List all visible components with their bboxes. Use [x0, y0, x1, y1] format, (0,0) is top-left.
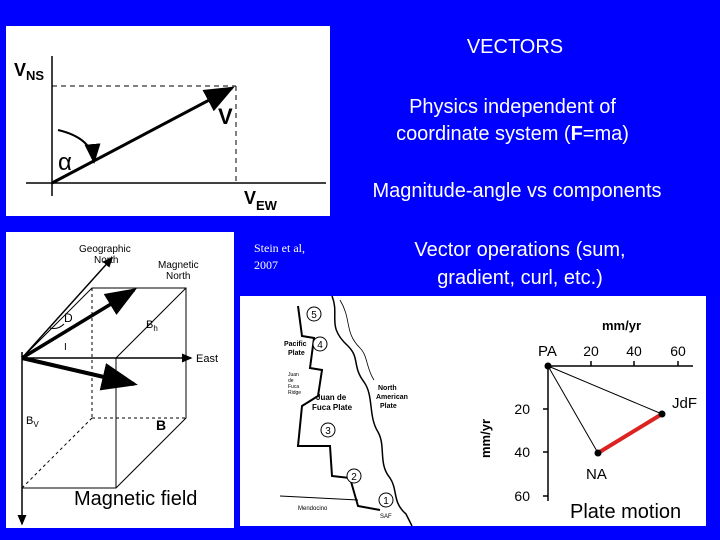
- na-label: NA: [586, 466, 607, 483]
- bullet-magnitude-angle: Magnitude-angle vs components: [372, 180, 662, 202]
- x-tick-40: 40: [626, 343, 642, 359]
- site-1-marker: [378, 492, 394, 508]
- x-tick-20: 20: [583, 343, 599, 359]
- slide-title: VECTORS: [466, 36, 564, 58]
- citation: Stein et al, 2007: [254, 240, 305, 274]
- y-tick-20: 20: [514, 401, 530, 417]
- vector-components-panel: VNS V α VEW: [6, 26, 330, 216]
- bullet-vector-operations: Vector operations (sum, gradient, curl, …: [355, 236, 685, 292]
- x-tick-60: 60: [670, 343, 686, 359]
- site-3-label: 3: [325, 426, 331, 437]
- east-label: East: [196, 353, 218, 365]
- d-label: D: [64, 311, 73, 325]
- bullet-1-line-2: coordinate system (F=ma): [396, 123, 629, 145]
- bh-label: Bh: [146, 319, 158, 333]
- b-vector: [21, 356, 138, 391]
- magnetic-field-panel: D I Geographic North Magnetic North East…: [6, 232, 234, 528]
- vector-arrow: [51, 86, 235, 185]
- citation-line-1: Stein et al,: [254, 241, 305, 255]
- plate-motion-panel: mm/yr 20 40 60 20 40 60 mm/yr PA JdF NA …: [478, 296, 706, 526]
- plate-motion-caption: Plate motion: [570, 501, 681, 523]
- juan-de-fuca-plate-label: Juan de Fuca Plate: [312, 393, 353, 412]
- x-ticks: [590, 361, 679, 366]
- pa-label: PA: [538, 343, 557, 360]
- site-2-marker: [346, 468, 362, 484]
- magnetic-north-label: Magnetic North: [158, 260, 201, 282]
- pa-point: [544, 362, 552, 370]
- bullet-coordinate-system: Physics independent of coordinate system…: [345, 94, 680, 148]
- v-ns-label: VNS: [14, 60, 44, 83]
- bullet-3-line-2: gradient, curl, etc.): [437, 267, 603, 289]
- mendocino-label: Mendocino: [298, 506, 328, 512]
- site-4-marker: [312, 336, 328, 352]
- plate-map-panel: 5 4 3 2 1 Pacific Plate Juan de Fuca Rid…: [240, 296, 478, 526]
- site-5-label: 5: [311, 310, 317, 321]
- magnetic-north-vector: [21, 288, 137, 360]
- juan-de-fuca-ridge-label: Juan de Fuca Ridge: [288, 372, 301, 396]
- y-ticks: [543, 408, 548, 497]
- bv-label: BV: [26, 415, 39, 429]
- bullet-3-line-1: Vector operations (sum,: [414, 239, 626, 261]
- na-point: [594, 449, 602, 457]
- bullet-1-line-1: Physics independent of: [409, 96, 616, 118]
- pa-jdf-line: [547, 365, 663, 415]
- saf-label: SAF: [380, 514, 392, 520]
- angle-arc: [57, 129, 101, 164]
- site-4-label: 4: [317, 340, 323, 351]
- vector-components-diagram: VNS V α VEW: [14, 56, 326, 213]
- alpha-label: α: [58, 149, 72, 176]
- field-box: [21, 287, 187, 489]
- i-label: I: [64, 342, 67, 353]
- y-tick-60: 60: [514, 488, 530, 504]
- jdf-label: JdF: [672, 395, 697, 412]
- coastline: [331, 296, 413, 526]
- site-markers: 5 4 3 2 1: [306, 306, 394, 508]
- v-ew-label: VEW: [244, 188, 278, 213]
- geographic-north-label: Geographic North: [79, 244, 133, 266]
- pacific-plate-label: Pacific Plate: [284, 341, 309, 357]
- y-unit-label: mm/yr: [478, 419, 493, 458]
- y-tick-40: 40: [514, 444, 530, 460]
- x-unit-label: mm/yr: [602, 318, 641, 333]
- plate-map: 5 4 3 2 1 Pacific Plate Juan de Fuca Rid…: [279, 296, 413, 526]
- site-1-label: 1: [383, 496, 389, 507]
- geographic-north-axis: [21, 256, 114, 359]
- pa-na-line: [547, 365, 599, 454]
- north-american-plate-label: North American Plate: [376, 385, 410, 410]
- magnetic-field-diagram: D I Geographic North Magnetic North East…: [17, 244, 218, 526]
- jdf-point: [658, 410, 666, 418]
- citation-line-2: 2007: [254, 258, 278, 272]
- jdf-na-line: [596, 412, 664, 455]
- site-2-label: 2: [351, 472, 357, 483]
- site-3-marker: [320, 422, 336, 438]
- plate-motion-diagram: mm/yr 20 40 60 20 40 60 mm/yr PA JdF NA …: [478, 318, 697, 523]
- b-label: B: [156, 417, 166, 433]
- d-angle-arc: [49, 323, 65, 329]
- vector-label: V: [218, 104, 233, 129]
- magnetic-field-caption: Magnetic field: [74, 488, 197, 510]
- site-5-marker: [306, 306, 322, 322]
